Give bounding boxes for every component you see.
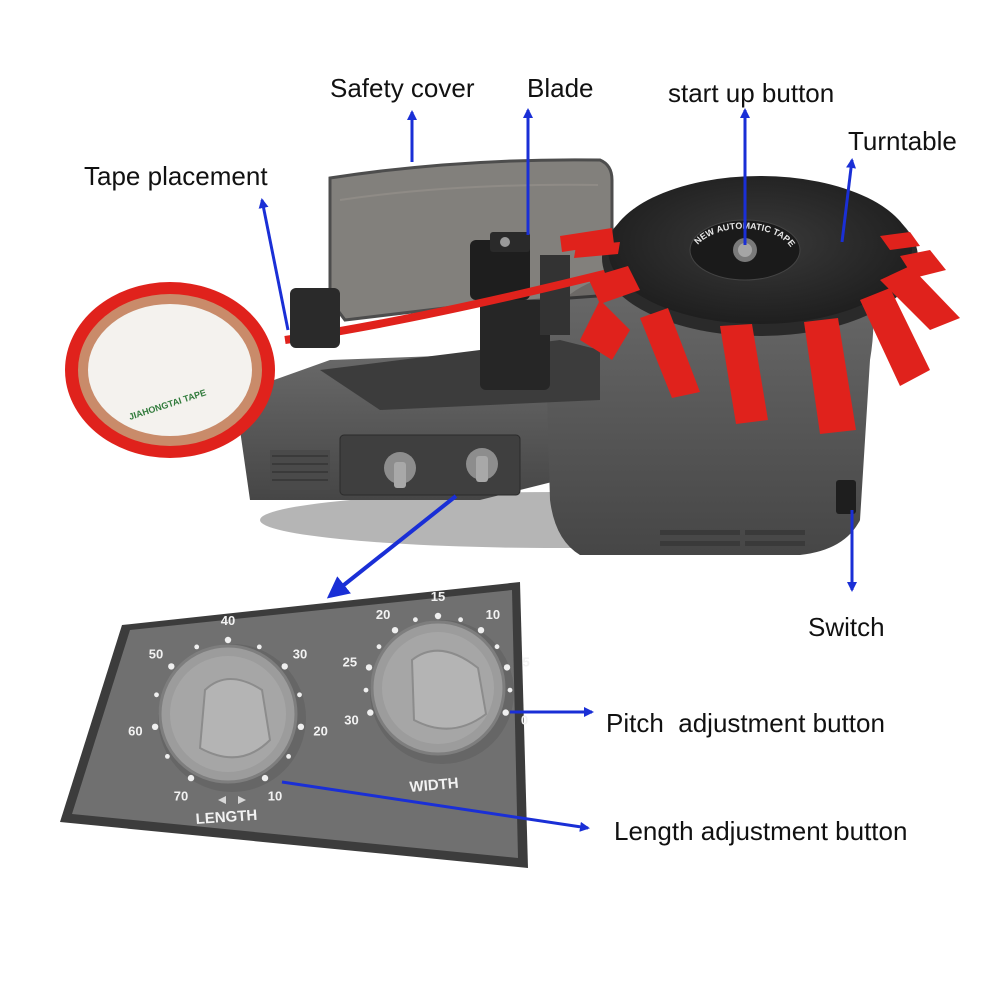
width-dial: 0 5 10 15 20 25 30 bbox=[343, 589, 530, 764]
length-caption-arrow-left bbox=[218, 796, 226, 804]
length-scale-label: 50 bbox=[149, 647, 163, 662]
length-dial: 10 20 30 40 50 60 70 bbox=[128, 613, 328, 803]
width-scale-dot bbox=[391, 627, 399, 634]
length-scale-dot bbox=[224, 636, 232, 644]
length-scale-dot bbox=[297, 692, 302, 698]
body-cylinder bbox=[545, 270, 874, 555]
vent-grille bbox=[270, 450, 330, 490]
length-scale-dot bbox=[168, 663, 175, 670]
length-scale-dot bbox=[286, 754, 291, 759]
width-scale-dot bbox=[507, 687, 513, 693]
power-switch bbox=[836, 480, 856, 514]
width-knob-grip bbox=[410, 649, 488, 730]
length-knob-grip bbox=[198, 678, 272, 759]
length-scale-label: 30 bbox=[293, 647, 307, 662]
start-button-cap bbox=[738, 243, 752, 257]
annotation-arrows bbox=[258, 108, 857, 832]
width-scale-label: 15 bbox=[431, 589, 445, 604]
tape-roll: JIAHONGTAI TAPE bbox=[65, 282, 275, 458]
length-scale-dot bbox=[194, 644, 200, 650]
width-scale-dot bbox=[413, 617, 418, 623]
length-scale-dot bbox=[151, 723, 159, 730]
label-safety-cover: Safety cover bbox=[330, 73, 475, 103]
tape-pieces bbox=[560, 228, 960, 434]
length-scale-dot bbox=[281, 663, 288, 670]
width-scale-dot bbox=[363, 687, 369, 693]
device-control-panel bbox=[339, 434, 521, 496]
width-scale-dot bbox=[494, 644, 500, 650]
width-caption: WIDTH bbox=[409, 775, 459, 796]
width-scale-label: 30 bbox=[344, 713, 358, 728]
length-scale-dot bbox=[261, 774, 269, 782]
width-scale-label: 0 bbox=[521, 713, 528, 728]
tape-holder bbox=[290, 288, 340, 348]
arrow-length-adjustment bbox=[281, 780, 590, 832]
label-tape-placement: Tape placement bbox=[84, 161, 268, 191]
width-scale-label: 10 bbox=[486, 607, 500, 622]
length-scale-label: 60 bbox=[128, 723, 142, 738]
length-scale-label: 20 bbox=[313, 723, 327, 738]
width-scale-dot bbox=[434, 612, 442, 620]
width-scale-dot bbox=[477, 627, 485, 634]
width-scale-dot bbox=[367, 709, 374, 716]
label-turntable: Turntable bbox=[848, 126, 957, 156]
width-scale-dot bbox=[503, 664, 511, 671]
width-scale-dot bbox=[502, 709, 509, 716]
width-scale-label: 25 bbox=[343, 655, 357, 670]
width-scale-dot bbox=[458, 617, 463, 623]
length-caption: LENGTH bbox=[195, 807, 258, 828]
blade-assembly bbox=[470, 232, 570, 390]
arrow-panel-zoom bbox=[326, 494, 458, 599]
label-start-up-button: start up button bbox=[668, 78, 835, 108]
width-scale-label: 5 bbox=[522, 655, 529, 670]
vent-slots bbox=[660, 530, 805, 546]
label-switch: Switch bbox=[808, 612, 885, 642]
length-scale-label: 40 bbox=[221, 613, 235, 628]
length-scale-dot bbox=[154, 692, 159, 698]
arrow-tape-placement bbox=[258, 198, 290, 331]
width-scale-label: 20 bbox=[376, 607, 390, 622]
length-scale-dot bbox=[187, 774, 195, 782]
cover-highlight bbox=[339, 183, 599, 201]
zoomed-control-panel: 10 20 30 40 50 60 70 0 5 10 15 20 25 30 LENGTH WIDTH bbox=[60, 582, 530, 868]
label-length-adjustment: Length adjustment button bbox=[614, 816, 908, 846]
length-scale-dot bbox=[297, 723, 305, 730]
width-scale-dot bbox=[376, 644, 382, 650]
length-scale-dot bbox=[256, 644, 262, 650]
width-scale-dot bbox=[365, 664, 373, 671]
length-scale-label: 10 bbox=[268, 788, 282, 803]
length-scale-label: 70 bbox=[174, 788, 188, 803]
label-pitch-adjustment: Pitch adjustment button bbox=[606, 708, 885, 738]
label-blade: Blade bbox=[527, 73, 594, 103]
length-scale-dot bbox=[165, 754, 170, 759]
length-caption-arrow-right bbox=[238, 796, 246, 804]
arrow-turntable bbox=[840, 158, 856, 243]
